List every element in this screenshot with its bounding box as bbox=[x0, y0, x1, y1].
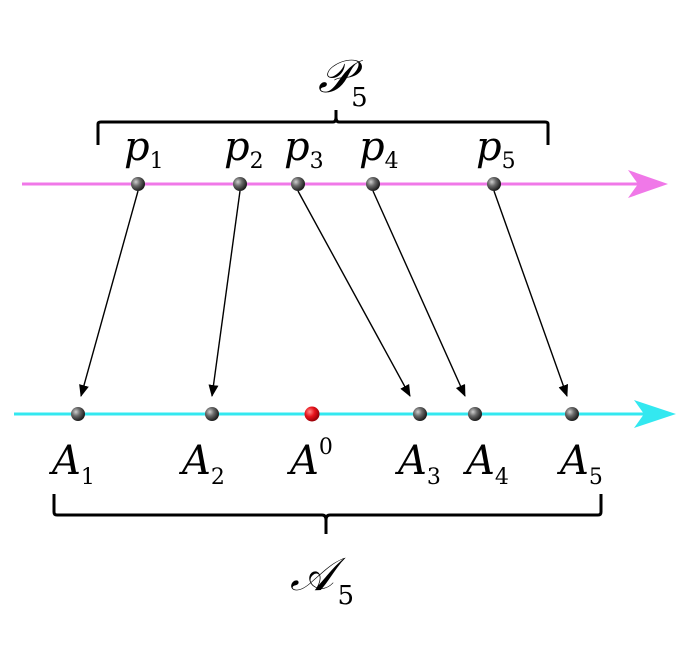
label-a5-index: 5 bbox=[589, 465, 603, 490]
point-a0 bbox=[304, 406, 320, 422]
point-a5 bbox=[565, 407, 579, 421]
top-set-subscript: 5 bbox=[351, 83, 368, 113]
arrow-p5-a5 bbox=[493, 190, 569, 397]
arrow-p1-a1 bbox=[79, 190, 139, 397]
label-p5-letter: p bbox=[476, 124, 502, 170]
label-p1: p1 bbox=[124, 124, 164, 174]
label-a2-index: 2 bbox=[211, 465, 225, 490]
label-a2-letter: A bbox=[178, 438, 211, 484]
label-p2: p2 bbox=[224, 124, 264, 174]
label-a4-index: 4 bbox=[495, 465, 509, 490]
label-a0-letter: A bbox=[286, 438, 319, 484]
label-a3-index: 3 bbox=[427, 465, 441, 490]
label-a4: A4 bbox=[462, 438, 509, 490]
bottom-set-subscript: 5 bbox=[338, 581, 355, 611]
bottom-set-brace bbox=[52, 494, 603, 534]
label-p2-letter: p bbox=[224, 124, 250, 170]
top-set-brace bbox=[96, 110, 550, 145]
point-p4 bbox=[366, 177, 380, 191]
label-a1-letter: A bbox=[48, 438, 81, 484]
label-a3: A3 bbox=[394, 438, 441, 490]
label-p1-letter: p bbox=[124, 124, 150, 170]
point-p2 bbox=[233, 177, 247, 191]
point-a3 bbox=[413, 407, 427, 421]
label-p4-letter: p bbox=[359, 124, 385, 170]
label-p5: p5 bbox=[476, 124, 516, 174]
label-p1-index: 1 bbox=[150, 149, 164, 174]
label-a0: A0 bbox=[286, 435, 333, 484]
label-p4: p4 bbox=[359, 124, 399, 174]
point-p3 bbox=[291, 177, 305, 191]
point-p1 bbox=[131, 177, 145, 191]
label-a0-superscript: 0 bbox=[319, 435, 333, 460]
label-a5-letter: A bbox=[556, 438, 589, 484]
arrow-p4-a4 bbox=[372, 190, 466, 397]
label-p3: p3 bbox=[284, 124, 324, 174]
top-set-label: 𝒫5 bbox=[318, 49, 368, 113]
label-a1-index: 1 bbox=[81, 465, 95, 490]
point-p5 bbox=[487, 177, 501, 191]
label-p4-index: 4 bbox=[385, 149, 399, 174]
label-p2-index: 2 bbox=[250, 149, 264, 174]
bottom-axis-arrowhead bbox=[634, 400, 676, 428]
label-a4-letter: A bbox=[462, 438, 495, 484]
label-p5-index: 5 bbox=[502, 149, 516, 174]
top-axis-arrowhead bbox=[628, 170, 668, 198]
label-a1: A1 bbox=[48, 438, 95, 490]
point-a1 bbox=[71, 407, 85, 421]
arrow-p3-a3 bbox=[297, 190, 411, 397]
label-p3-letter: p bbox=[284, 124, 310, 170]
label-a2: A2 bbox=[178, 438, 225, 490]
label-a5: A5 bbox=[556, 438, 603, 490]
label-p3-index: 3 bbox=[310, 149, 324, 174]
label-a3-letter: A bbox=[394, 438, 427, 484]
point-a4 bbox=[468, 407, 482, 421]
arrow-p2-a2 bbox=[208, 190, 241, 397]
mapping-arrows bbox=[79, 190, 569, 397]
point-a2 bbox=[205, 407, 219, 421]
